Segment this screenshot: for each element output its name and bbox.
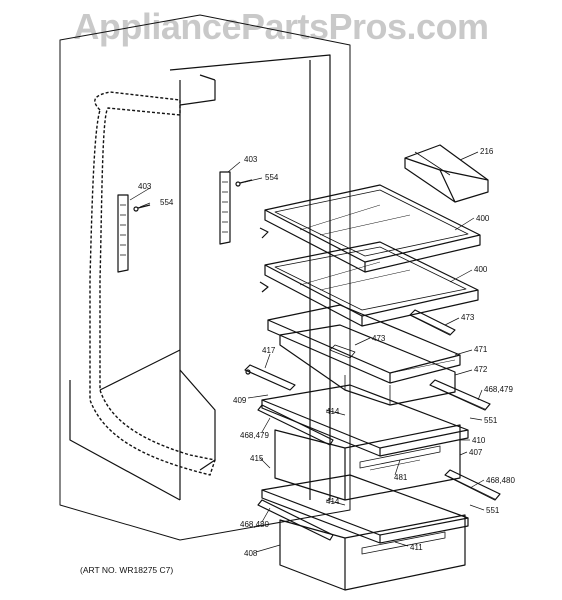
- slide-473-right: [409, 309, 456, 336]
- callout-417: 417: [262, 346, 276, 355]
- slide-468-479-right: [429, 379, 491, 411]
- slide-468-479-left: [257, 404, 334, 446]
- crisper-drawer-upper: [274, 424, 461, 501]
- watermark: AppliancePartsPros.com: [73, 6, 489, 47]
- crisper-cover-lower: [261, 474, 469, 544]
- callout-409: 409: [233, 396, 247, 405]
- bin-216: [404, 144, 489, 203]
- callout-472: 472: [474, 365, 488, 374]
- callout-468-480-right: 468,480: [486, 476, 515, 485]
- callout-473-mid: 473: [372, 334, 386, 343]
- slide-468-480-right: [444, 469, 501, 501]
- door-gasket: [89, 91, 216, 476]
- shelf-ladder-left: [117, 194, 129, 273]
- callout-468-480-left: 468,480: [240, 520, 269, 529]
- glass-shelf-upper: [259, 184, 481, 273]
- callout-551-upper: 551: [484, 416, 498, 425]
- screw-554-left: [133, 204, 151, 212]
- crisper-cover-upper: [261, 384, 469, 457]
- callout-410: 410: [472, 436, 486, 445]
- pan-472: [279, 324, 456, 406]
- callout-554-left: 554: [160, 198, 174, 207]
- callout-554-right: 554: [265, 173, 279, 182]
- callout-468-479-left: 468,479: [240, 431, 269, 440]
- callout-400-lower: 400: [474, 265, 488, 274]
- art-number: (ART NO. WR18275 C7): [80, 565, 174, 575]
- callout-403-right: 403: [244, 155, 258, 164]
- callout-468-479-right: 468,479: [484, 385, 513, 394]
- callout-411: 411: [410, 543, 423, 552]
- callout-408: 408: [244, 549, 258, 558]
- callout-481: 481: [394, 473, 408, 482]
- pan-cover-471: [267, 304, 461, 384]
- crisper-drawer-lower: [279, 514, 466, 591]
- callout-415: 415: [250, 454, 264, 463]
- glass-shelf-lower: [259, 241, 479, 327]
- shelf-ladder-right: [219, 171, 231, 245]
- callout-403-left: 403: [138, 182, 152, 191]
- callout-414-upper: 414: [326, 407, 340, 416]
- callout-551-lower: 551: [486, 506, 500, 515]
- callout-414-lower: 414: [326, 497, 340, 506]
- callout-473-right: 473: [461, 313, 475, 322]
- callout-216: 216: [480, 147, 494, 156]
- rail-417: [244, 364, 296, 391]
- callout-471: 471: [474, 345, 488, 354]
- callout-407: 407: [469, 448, 483, 457]
- callout-400-upper: 400: [476, 214, 490, 223]
- cabinet-liner: [59, 14, 351, 541]
